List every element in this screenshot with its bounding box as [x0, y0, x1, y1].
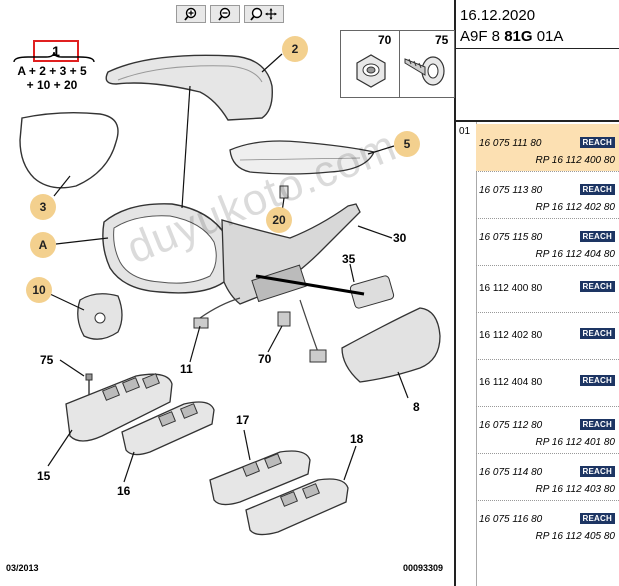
reach-badge: REACH — [579, 466, 615, 477]
callout-5[interactable]: 5 — [394, 131, 420, 157]
replacement-part-number[interactable]: RP 16 112 400 80 — [535, 155, 615, 166]
zoom-toolbar — [176, 5, 284, 23]
screw-icon — [404, 56, 445, 86]
zoom-out-button[interactable] — [210, 5, 240, 23]
assembly-formula: A + 2 + 3 + 5 + 10 + 20 — [10, 64, 94, 92]
zoom-in-icon — [184, 7, 197, 21]
diagram-id: 00093309 — [403, 563, 444, 573]
part-row[interactable]: 16 112 402 80 REACH — [476, 312, 619, 359]
reach-badge: REACH — [579, 281, 615, 292]
fastener-label-70[interactable]: 70 — [378, 33, 392, 47]
replacement-part-number[interactable]: RP 16 112 405 80 — [535, 531, 615, 542]
zoom-in-button[interactable] — [176, 5, 206, 23]
fasteners-divider — [399, 31, 400, 97]
formula-line-1: A + 2 + 3 + 5 — [17, 64, 87, 78]
zoom-move-button[interactable] — [244, 5, 284, 23]
switch-17-part — [209, 450, 311, 506]
label-35[interactable]: 35 — [342, 252, 356, 266]
part-row[interactable]: 16 075 114 80 REACH RP 16 112 403 80 — [476, 453, 619, 500]
part-number[interactable]: 16 112 402 80 — [479, 330, 543, 341]
model-code-suffix: 01A — [532, 28, 564, 45]
part-row[interactable]: 16 075 116 80 REACH RP 16 112 405 80 — [476, 500, 619, 547]
table-top-divider — [456, 120, 619, 122]
part-number[interactable]: 16 075 116 80 — [479, 514, 543, 525]
row-separator — [476, 406, 619, 407]
assembly-reference-number[interactable]: 1 — [33, 40, 79, 62]
row-separator — [476, 171, 619, 172]
label-30[interactable]: 30 — [393, 231, 407, 245]
label-16[interactable]: 16 — [117, 484, 131, 498]
label-17[interactable]: 17 — [236, 413, 250, 427]
model-code-prefix: A9F 8 — [460, 28, 505, 45]
part-row[interactable]: 16 075 115 80 REACH RP 16 112 404 80 — [476, 218, 619, 265]
label-11[interactable]: 11 — [180, 362, 193, 376]
callout-3[interactable]: 3 — [30, 194, 56, 220]
formula-brace — [13, 51, 95, 63]
parts-info-panel: 16.12.2020 A9F 8 81G 01A 01 16 075 111 8… — [456, 0, 619, 586]
part-row[interactable]: 16 112 404 80 REACH — [476, 359, 619, 406]
fastener-label-75[interactable]: 75 — [435, 33, 449, 47]
zoom-move-icon — [250, 7, 277, 21]
reach-badge: REACH — [579, 137, 615, 148]
callout-A[interactable]: A — [30, 232, 56, 258]
part-number[interactable]: 16 112 400 80 — [479, 283, 543, 294]
row-number-column-line — [476, 122, 477, 586]
callout-2[interactable]: 2 — [282, 36, 308, 62]
row-separator — [476, 453, 619, 454]
callout-10[interactable]: 10 — [26, 277, 52, 303]
label-15[interactable]: 15 — [37, 469, 51, 483]
model-code: A9F 8 81G 01A — [460, 28, 563, 45]
connector-part — [349, 275, 395, 309]
row-separator — [476, 312, 619, 313]
callout-20[interactable]: 20 — [266, 207, 292, 233]
reach-badge: REACH — [579, 184, 615, 195]
exploded-diagram[interactable]: 1 A + 2 + 3 + 5 + 10 + 20 70 75 — [0, 0, 456, 586]
trim-part — [341, 307, 441, 383]
reach-badge: REACH — [579, 513, 615, 524]
zoom-out-icon — [218, 7, 231, 21]
mirror-cap-part — [105, 54, 273, 121]
part-row[interactable]: 16 112 400 80 REACH — [476, 265, 619, 312]
row-separator — [476, 359, 619, 360]
reach-badge: REACH — [579, 375, 615, 386]
part-number[interactable]: 16 075 115 80 — [479, 232, 543, 243]
reach-badge: REACH — [579, 328, 615, 339]
row-separator — [476, 218, 619, 219]
label-70[interactable]: 70 — [258, 352, 272, 366]
part-row[interactable]: 16 075 113 80 REACH RP 16 112 402 80 — [476, 171, 619, 218]
diagram-date-code: 03/2013 — [6, 563, 39, 573]
diagram-artwork — [19, 53, 441, 536]
header-divider — [456, 48, 619, 49]
part-row[interactable]: 16 075 111 80 REACH RP 16 112 400 80 — [476, 124, 619, 171]
label-8[interactable]: 8 — [413, 400, 420, 414]
catalog-date: 16.12.2020 — [460, 7, 536, 24]
part-number[interactable]: 16 112 404 80 — [479, 377, 543, 388]
replacement-part-number[interactable]: RP 16 112 402 80 — [535, 202, 615, 213]
part-number[interactable]: 16 075 114 80 — [479, 467, 543, 478]
replacement-part-number[interactable]: RP 16 112 401 80 — [535, 437, 615, 448]
part-number[interactable]: 16 075 112 80 — [479, 420, 543, 431]
label-75[interactable]: 75 — [40, 353, 54, 367]
row-separator — [476, 500, 619, 501]
formula-line-2: + 10 + 20 — [26, 78, 78, 92]
reach-badge: REACH — [579, 231, 615, 242]
switch-18-part — [245, 478, 349, 536]
row-number: 01 — [459, 126, 471, 137]
leader-lines — [47, 53, 409, 483]
fasteners-panel: 70 75 — [340, 30, 455, 98]
model-code-bold: 81G — [504, 28, 533, 45]
replacement-part-number[interactable]: RP 16 112 403 80 — [535, 484, 615, 495]
row-separator — [476, 265, 619, 266]
nut-icon — [356, 54, 386, 88]
part-row[interactable]: 16 075 112 80 REACH RP 16 112 401 80 — [476, 406, 619, 453]
part-number[interactable]: 16 075 111 80 — [479, 138, 542, 149]
mirror-glass-part — [19, 111, 119, 189]
reach-badge: REACH — [579, 419, 615, 430]
part-number[interactable]: 16 075 113 80 — [479, 185, 543, 196]
replacement-part-number[interactable]: RP 16 112 404 80 — [535, 249, 615, 260]
indicator-part — [229, 140, 375, 175]
label-18[interactable]: 18 — [350, 432, 364, 446]
switch-15-part — [65, 373, 173, 442]
